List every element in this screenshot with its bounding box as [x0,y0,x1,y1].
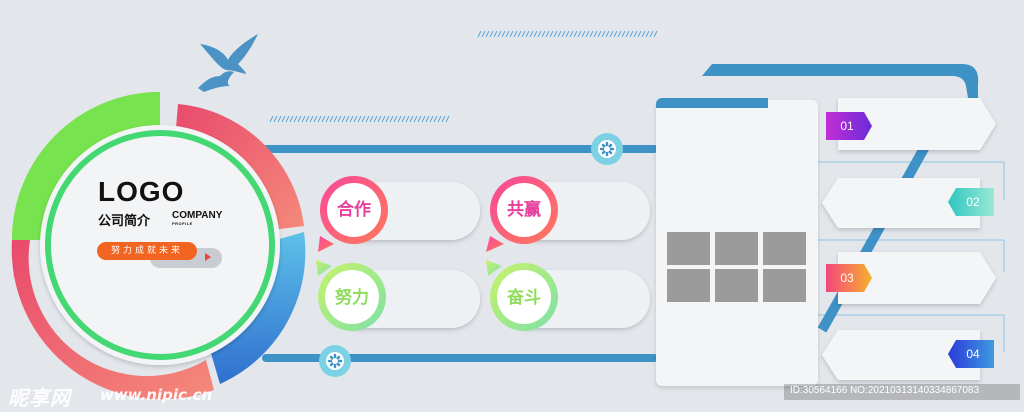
tab-number-03: 03 [840,271,854,285]
frame-top [702,64,979,98]
play-icon [205,253,211,261]
watermark-strip [784,384,1020,400]
bubble-gongying [486,176,558,252]
badge-02 [948,188,994,216]
bird-icon [198,34,258,92]
rail-top [262,145,658,153]
tab-number-01: 01 [840,119,854,133]
company-profile-label: COMPANY PROFILE [172,211,222,227]
tab-number-04: 04 [966,347,980,361]
badge-03 [826,264,872,292]
photo-placeholder [667,232,710,265]
badge-04 [948,340,994,368]
gear-icon [591,133,623,165]
photo-placeholder [763,269,806,302]
bubble-label-nuli: 努力 [335,288,369,308]
hatch-mid [269,115,450,123]
company-intro-title: 公司简介 [98,214,151,229]
photo-placeholder [715,269,758,302]
photo-grid [667,232,806,302]
bubble-label-hezuo: 合作 [337,200,371,220]
photo-placeholder [667,269,710,302]
rail-bottom [262,354,658,362]
logo-text: LOGO [98,176,185,207]
watermark-site-url: www.nipic.cn [100,386,213,404]
bubble-nuli [316,260,386,331]
photo-placeholder [715,232,758,265]
watermark-site-cn: 昵享网 [8,386,71,410]
badge-01 [826,112,872,140]
tab-shapes [822,98,996,380]
tab-number-02: 02 [966,195,980,209]
watermark-id: ID:30564166 NO:20210313140334867083 [790,385,980,396]
company-word: COMPANY [172,210,223,221]
bubble-hezuo [318,176,388,252]
slogan-button[interactable]: 努力成就未来 [97,242,197,260]
bubble-fendou [486,260,558,331]
hatch-top [477,30,658,38]
gear-icon [319,345,351,377]
bubble-label-gongying: 共赢 [507,200,541,220]
panel-accent-bar [656,98,768,108]
profile-word: PROFILE [172,221,193,226]
photo-placeholder [763,232,806,265]
bubble-label-fendou: 奋斗 [507,288,541,308]
